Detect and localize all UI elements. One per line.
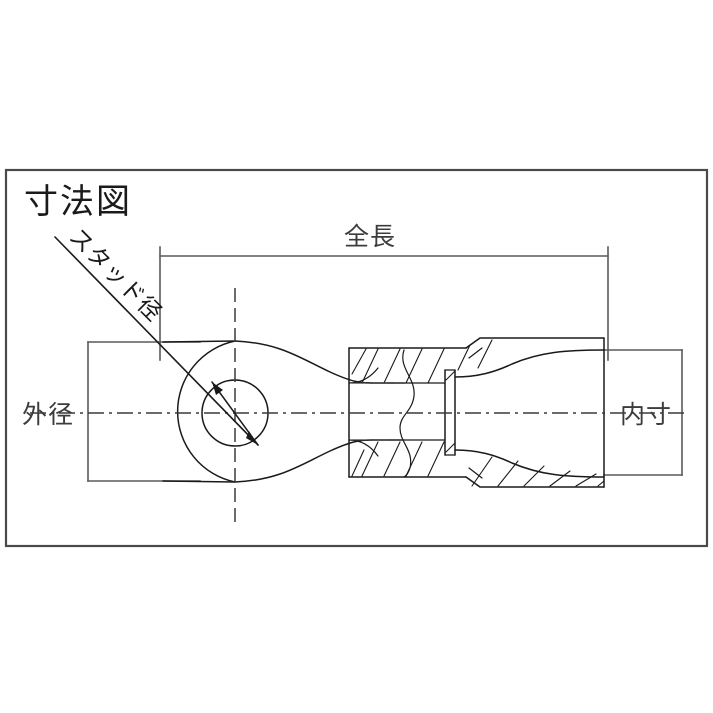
overall-length-label: 全長	[344, 222, 396, 251]
metal-flare-bottom	[465, 476, 605, 488]
hatch-line	[427, 348, 445, 384]
flare-chamfer-bottom	[468, 467, 483, 479]
hatch-line	[351, 449, 365, 477]
stud-diameter-leader-group	[54, 236, 259, 446]
outer-diameter-label: 外径	[22, 400, 74, 429]
barrel-lower-fillet	[348, 439, 379, 457]
stud-diameter-leader-line	[54, 236, 259, 446]
stud-diameter-arrow-shaft	[211, 381, 259, 446]
hatch-line	[351, 348, 367, 375]
hatch-line	[383, 441, 401, 477]
hatch-line	[445, 370, 456, 381]
hatch-line	[457, 344, 471, 371]
hatch-line	[405, 348, 423, 384]
hatch-line	[597, 480, 605, 487]
section-hatching	[351, 339, 605, 487]
construction-lines	[30, 288, 688, 528]
hatch-line	[471, 456, 493, 487]
hatch-line	[405, 441, 423, 477]
hatch-line	[427, 441, 445, 477]
flare-chamfer-top	[468, 347, 483, 359]
insulation-inner-taper-bottom	[454, 449, 605, 478]
ring-outer-arc	[176, 340, 236, 483]
hatch-line	[575, 473, 597, 487]
barrel-upper-fillet	[348, 367, 379, 384]
hatch-line	[445, 442, 456, 453]
hatch-line	[361, 441, 379, 477]
hatch-line	[549, 470, 571, 487]
hatch-line	[497, 460, 519, 487]
overall-length-dimension	[159, 246, 609, 361]
hatch-line	[477, 339, 493, 369]
drawing-frame	[4, 168, 709, 548]
page-title: 寸法図	[24, 182, 132, 222]
insulation-inner-taper-top	[454, 349, 605, 378]
inner-dimension-label: 内寸	[620, 400, 672, 429]
hatch-line	[361, 348, 379, 384]
hatch-line	[523, 465, 545, 487]
metal-flare-top	[465, 337, 605, 349]
hatch-line	[383, 348, 401, 384]
